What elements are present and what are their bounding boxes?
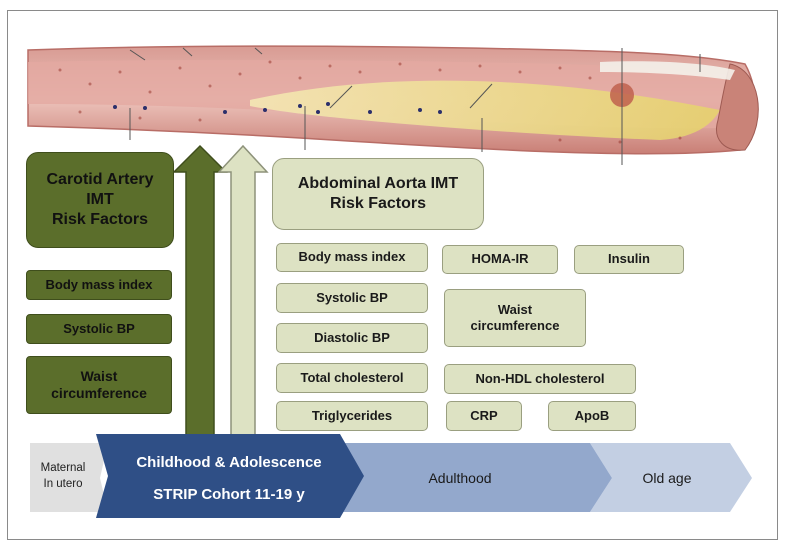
aorta-factor-homa-ir: HOMA-IR	[442, 245, 558, 274]
aorta-factor-systolic-bp: Systolic BP	[276, 283, 428, 313]
aorta-title-box: Abdominal Aorta IMT Risk Factors	[272, 158, 484, 230]
stage-strip-cohort-label: STRIP Cohort 11-19 y	[153, 485, 305, 503]
aorta-factor-apob: ApoB	[548, 401, 636, 431]
aorta-arrow	[217, 144, 269, 441]
carotid-factor-systolic-bp: Systolic BP	[26, 314, 172, 344]
carotid-factor-waist: Waist circumference	[26, 356, 172, 414]
childhood-chevron	[96, 434, 364, 518]
aorta-factor-diastolic-bp: Diastolic BP	[276, 323, 428, 353]
aorta-factor-total-cholesterol: Total cholesterol	[276, 363, 428, 393]
aorta-factor-triglycerides: Triglycerides	[276, 401, 428, 431]
aorta-factor-waist: Waist circumference	[444, 289, 586, 347]
aorta-factor-non-hdl: Non-HDL cholesterol	[444, 364, 636, 394]
aorta-factor-insulin: Insulin	[574, 245, 684, 274]
adulthood-chevron	[330, 443, 612, 512]
carotid-title-box: Carotid Artery IMT Risk Factors	[26, 152, 174, 248]
carotid-arrow	[172, 144, 228, 441]
carotid-factor-bmi: Body mass index	[26, 270, 172, 300]
aorta-factor-bmi: Body mass index	[276, 243, 428, 272]
stage-old-age-label: Old age	[642, 470, 692, 486]
old-age-chevron	[590, 443, 752, 512]
stage-childhood-label: Childhood & Adolescence	[136, 453, 322, 471]
stage-maternal-label: Maternal In utero	[40, 462, 86, 490]
stage-adulthood-label: Adulthood	[428, 470, 492, 486]
aorta-factor-crp: CRP	[446, 401, 522, 431]
